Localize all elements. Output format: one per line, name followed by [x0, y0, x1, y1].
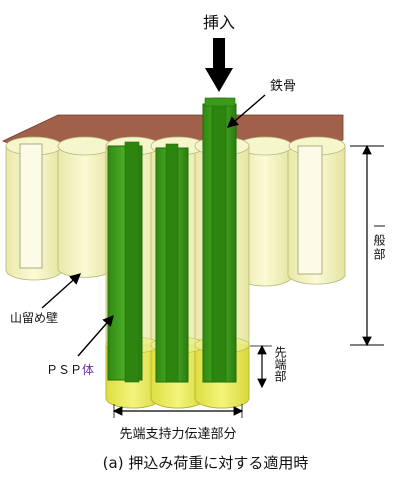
insert-label: 挿入	[203, 13, 235, 32]
tip-support-label: 先端支持力伝達部分	[119, 427, 236, 442]
psp-steel-members	[107, 97, 237, 383]
psp-label-suffix: 体	[82, 363, 94, 377]
insert-arrow-icon	[205, 38, 233, 92]
steel-frame-pointer	[226, 94, 266, 128]
psp-body-pointer	[77, 314, 114, 357]
wall-pile-2	[57, 145, 113, 278]
psp-label-prefix: ＰＳＰ	[46, 363, 82, 377]
tip-section-label: 先端部	[273, 346, 287, 382]
psp-body-label: ＰＳＰ体	[46, 363, 94, 377]
wall-steel-plates	[19, 143, 323, 275]
retaining-wall-pointer	[41, 273, 82, 309]
steel-frame-label: 鉄骨	[270, 79, 296, 94]
figure-caption: (a) 押込み荷重に対する適用時	[102, 454, 309, 472]
general-section-label: 一般部	[372, 220, 386, 262]
retaining-wall-label: 山留め壁	[10, 310, 58, 325]
